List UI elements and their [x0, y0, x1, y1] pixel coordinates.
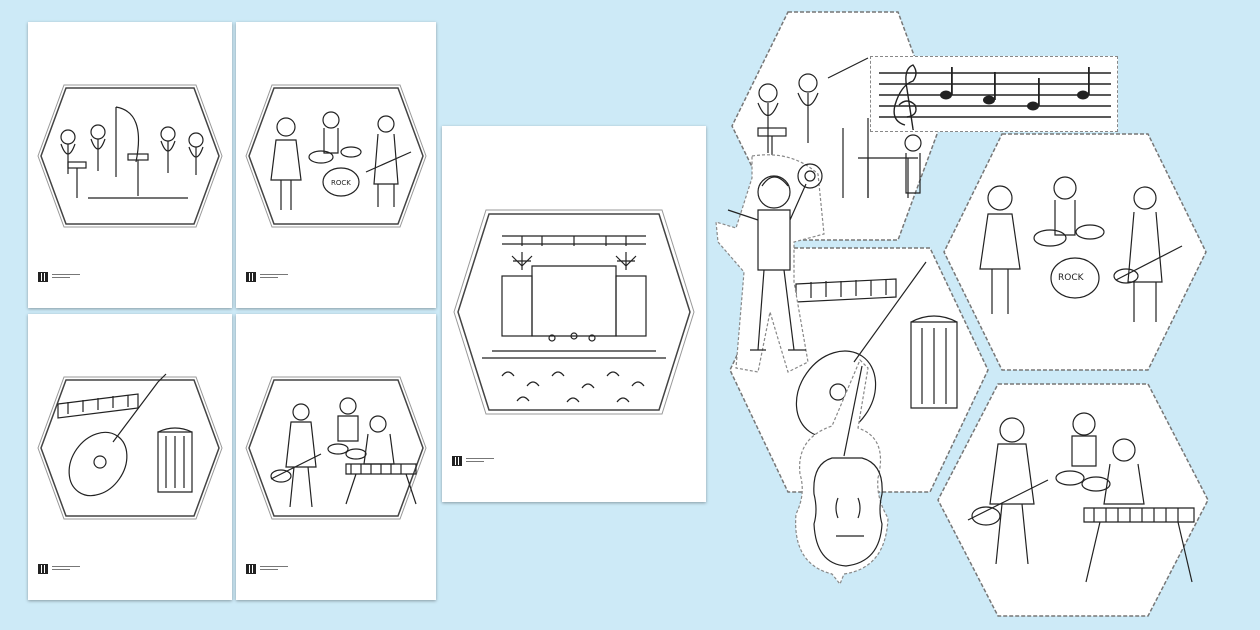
music-staff-cutout [870, 56, 1118, 138]
orchestra-coloring-icon [37, 84, 223, 228]
cello-icon [795, 358, 889, 586]
sheet-footer [452, 456, 494, 466]
svg-text:ROCK: ROCK [1058, 273, 1085, 283]
sheet-footer [246, 272, 288, 282]
treble-clef-staff-icon [879, 64, 1111, 138]
hexagon-cutout-pop-band [934, 380, 1212, 620]
svg-text:ROCK: ROCK [331, 179, 351, 187]
rock-band-coloring-icon: ROCK [245, 84, 427, 228]
cello-cutout [792, 358, 892, 586]
coloring-sheet-pop-band [236, 314, 436, 600]
pop-band-coloring-icon [245, 376, 427, 520]
sheet-footer [246, 564, 288, 574]
tambourine-player-cutout [714, 150, 844, 380]
pop-band-hexagon-icon [937, 383, 1209, 617]
coloring-sheet-rock-band: ROCK [236, 22, 436, 308]
coloring-sheet-concert-stage [442, 126, 706, 502]
hexagon-cutout-rock-band: ROCK [940, 130, 1210, 374]
qr-code-icon [246, 564, 256, 574]
qr-code-icon [38, 564, 48, 574]
qr-code-icon [452, 456, 462, 466]
coloring-sheet-instruments [28, 314, 232, 600]
coloring-sheet-orchestra [28, 22, 232, 308]
sheet-footer [38, 272, 80, 282]
rock-band-hexagon-icon: ROCK [943, 133, 1207, 371]
sheet-footer [38, 564, 80, 574]
tambourine-player-icon [715, 154, 825, 373]
concert-stage-coloring-icon [453, 209, 695, 415]
qr-code-icon [38, 272, 48, 282]
instruments-coloring-icon [37, 373, 223, 520]
qr-code-icon [246, 272, 256, 282]
